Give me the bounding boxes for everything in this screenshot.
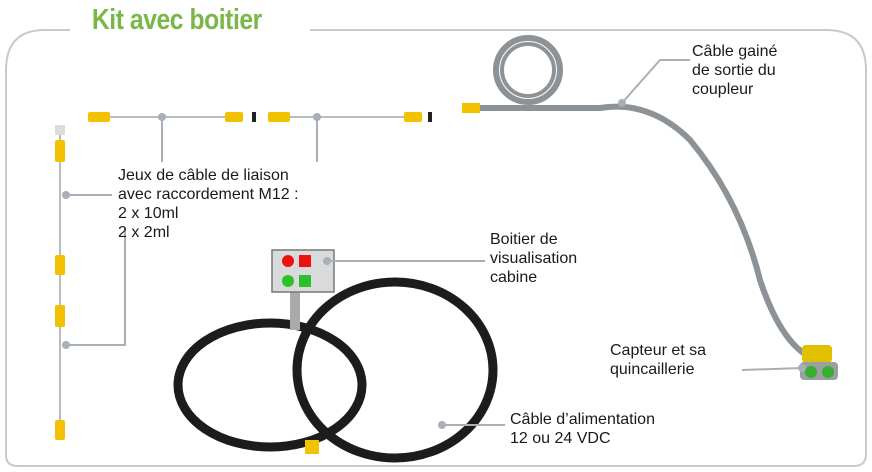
link-cables-horizontal	[88, 112, 432, 122]
label-power-cable: Câble d’alimentation 12 ou 24 VDC	[510, 411, 655, 447]
power-cable-coils	[173, 277, 498, 463]
kit-title: Kit avec boitier	[80, 4, 274, 37]
label-coupler-cable: Câble gainé de sortie du coupleur	[692, 43, 778, 98]
sensor	[800, 345, 838, 380]
cabin-display-box	[271, 249, 335, 293]
callout-lines	[62, 59, 806, 429]
coupler-output-cable	[462, 35, 810, 359]
label-cable-sets: Jeux de câble de liaison avec raccordeme…	[118, 167, 299, 241]
link-cables-vertical	[55, 125, 65, 440]
label-sensor: Capteur et sa quincaillerie	[610, 342, 707, 378]
frame-border	[5, 29, 867, 467]
label-cabin-box: Boitier de visualisation cabine	[490, 231, 578, 286]
